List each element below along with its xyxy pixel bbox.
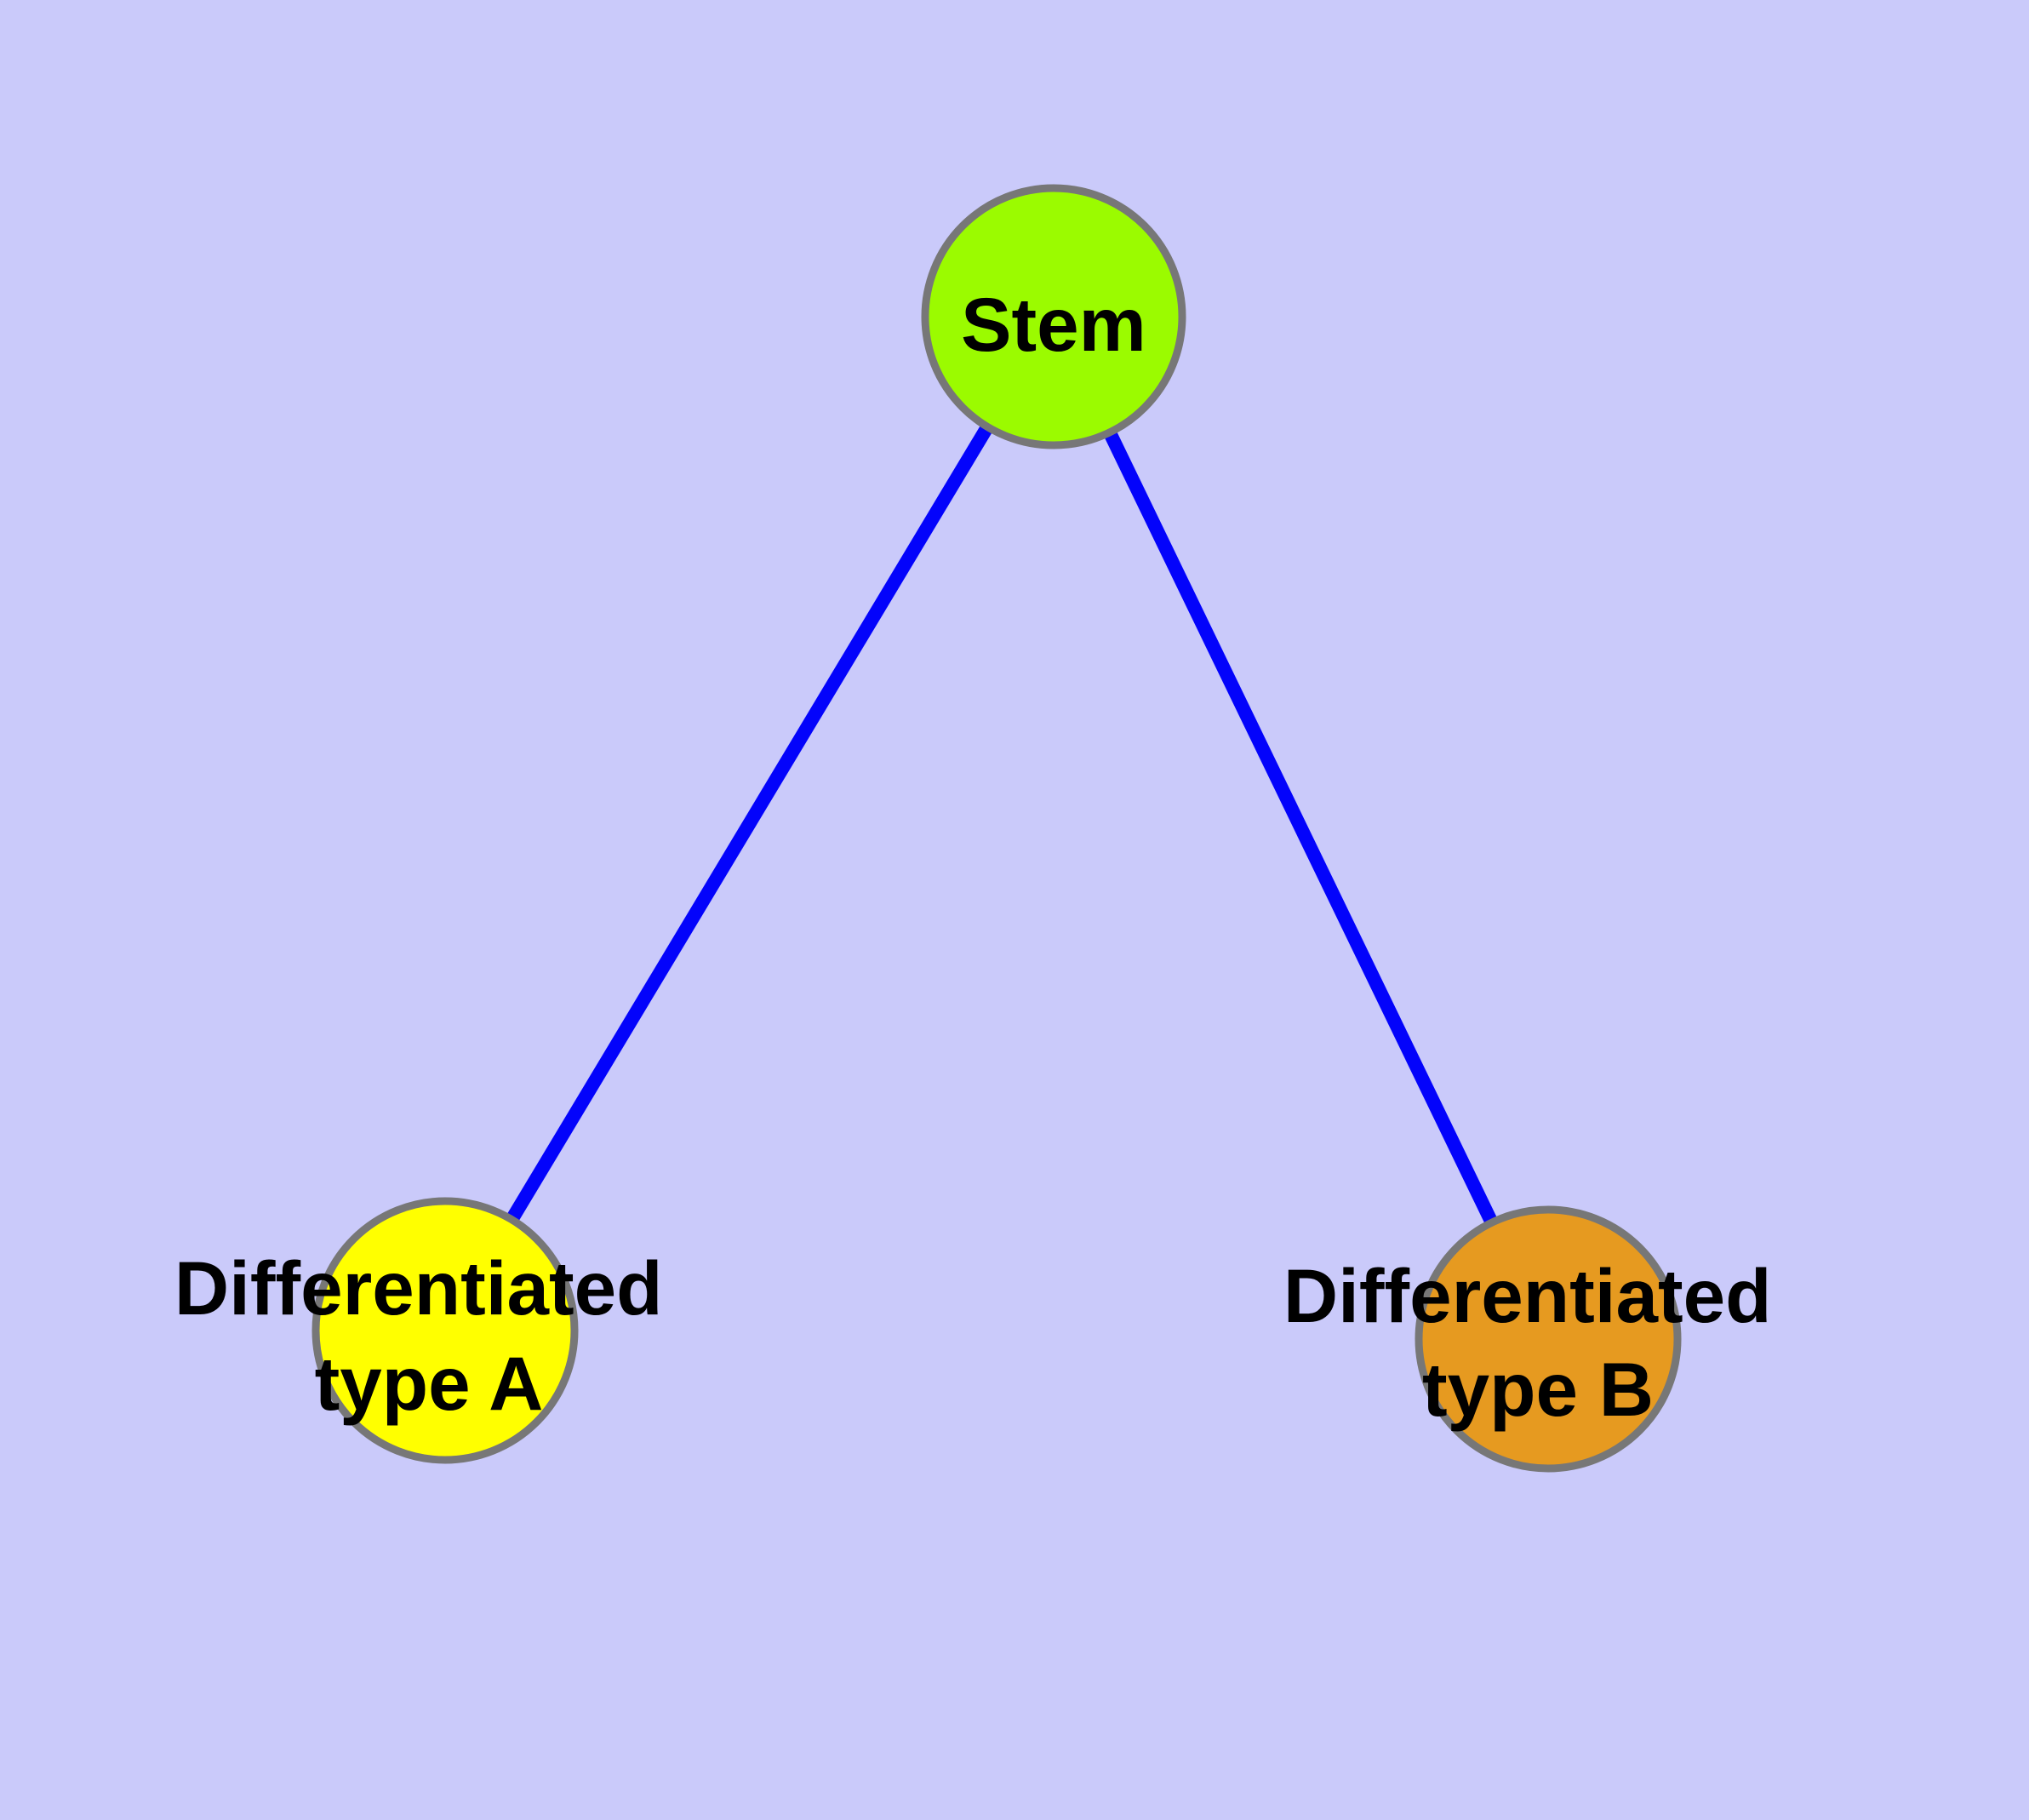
node-type-a-circle xyxy=(311,1197,579,1464)
node-type-b-circle xyxy=(1415,1205,1682,1473)
node-type-b-label-line2: type B xyxy=(1422,1347,1654,1432)
node-type-b-label-line1: Differentiated xyxy=(1283,1253,1772,1338)
node-type-a-label-line2: type A xyxy=(315,1341,544,1426)
node-type-b-label: Differentiated type B xyxy=(1283,1253,1792,1432)
edge-stem-to-type-b xyxy=(1047,313,1555,1342)
edge-stem-to-type-a xyxy=(439,312,1060,1335)
label-layer: Stem Differentiated type A Differentiate… xyxy=(174,282,1792,1432)
node-type-a-label-line1: Differentiated xyxy=(174,1245,663,1331)
edge-layer xyxy=(439,312,1555,1342)
node-stem-label: Stem xyxy=(961,282,1146,367)
node-layer xyxy=(311,184,1682,1473)
node-type-a-label: Differentiated type A xyxy=(174,1245,683,1426)
node-stem-circle xyxy=(921,184,1186,449)
